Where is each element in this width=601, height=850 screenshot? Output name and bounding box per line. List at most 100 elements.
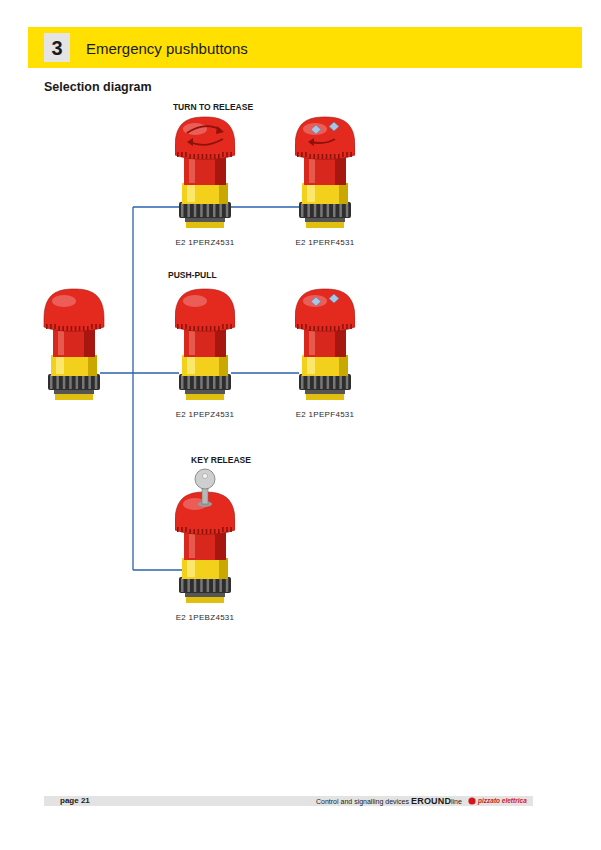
cap-serration xyxy=(202,154,204,159)
nut-ridge xyxy=(219,203,222,217)
company-logo: pizzato elettrica xyxy=(478,798,527,805)
cap-serration xyxy=(322,154,324,159)
blue-diamond xyxy=(329,122,339,131)
collar-highlight xyxy=(307,185,315,202)
cap-serration xyxy=(193,154,195,159)
nut-ridge xyxy=(346,375,349,389)
nut-ridge xyxy=(320,203,323,217)
section-heading: Selection diagram xyxy=(44,81,152,94)
neck-highlight xyxy=(189,157,195,183)
mounting-nut xyxy=(179,374,231,390)
cap-serration xyxy=(210,326,212,331)
product-item: E2 1PEPZ4531 xyxy=(171,287,239,419)
nut-ridge xyxy=(339,203,342,217)
pushbutton-illustration xyxy=(295,115,355,231)
cap-serration xyxy=(198,529,200,534)
neck-highlight xyxy=(189,532,195,558)
cap-serration xyxy=(206,154,208,159)
cap-serration xyxy=(230,324,232,329)
cap-serration xyxy=(185,324,187,329)
cap-serration xyxy=(210,154,212,159)
group-heading: KEY RELEASE xyxy=(191,456,251,465)
rotation-arrow xyxy=(311,139,335,143)
key-bow xyxy=(195,469,215,489)
cap-serration xyxy=(326,326,328,331)
cap-highlight xyxy=(183,295,207,307)
connector-line xyxy=(133,206,179,207)
mushroom-cap xyxy=(175,289,235,332)
nut-ridge xyxy=(207,375,210,389)
cap-serration xyxy=(222,324,224,329)
cap-serration xyxy=(318,326,320,331)
chapter-number: 3 xyxy=(51,38,62,58)
arrow-head xyxy=(216,126,224,134)
blue-diamond xyxy=(329,294,339,303)
cap-serration xyxy=(62,326,64,331)
pushbutton-illustration xyxy=(295,287,355,403)
pushbutton-body xyxy=(295,117,355,228)
cap-serration xyxy=(193,326,195,331)
nut-ridge xyxy=(226,203,229,217)
product-code: E2 1PEPZ4531 xyxy=(171,411,239,419)
nut-ridge xyxy=(213,375,216,389)
cap-serration xyxy=(177,152,179,157)
arrow-head xyxy=(187,138,193,146)
nut-ridge xyxy=(187,578,190,592)
cap-serration xyxy=(305,324,307,329)
footer-text: Control and signalling devices xyxy=(316,798,409,805)
cap-serration xyxy=(54,324,56,329)
product-item: E2 1PEBZ4531 xyxy=(171,468,239,622)
mushroom-cap xyxy=(44,289,104,332)
brand-name: EROUND xyxy=(411,797,451,806)
nut-ridge xyxy=(314,375,317,389)
cap-serration xyxy=(309,154,311,159)
mounting-nut xyxy=(299,202,351,218)
pushbutton-body xyxy=(295,289,355,400)
mushroom-cap xyxy=(295,289,355,332)
cap-serration xyxy=(346,324,348,329)
yellow-collar xyxy=(182,183,228,204)
cap-serration xyxy=(87,326,89,331)
yellow-collar xyxy=(51,355,97,376)
nut-ridge xyxy=(307,375,310,389)
cap-serration xyxy=(326,154,328,159)
nut-ridge xyxy=(339,375,342,389)
cap-serration xyxy=(301,324,303,329)
nut-ridge xyxy=(69,375,72,389)
cap-serration xyxy=(226,152,228,157)
connector-line xyxy=(133,569,182,570)
base-pushbutton xyxy=(44,289,104,400)
neck-highlight xyxy=(189,329,195,355)
cap-serration xyxy=(218,326,220,331)
mounting-nut xyxy=(179,577,231,593)
cap-serration xyxy=(318,154,320,159)
page-title: Emergency pushbuttons xyxy=(86,41,248,56)
key-hole xyxy=(203,474,208,479)
cap-serration xyxy=(338,154,340,159)
cap-serration xyxy=(330,154,332,159)
neck-shade xyxy=(335,327,346,357)
arrow-head xyxy=(308,138,314,146)
cap-serration xyxy=(198,326,200,331)
yellow-collar xyxy=(182,558,228,579)
cap-serration xyxy=(189,154,191,159)
nut-ridge xyxy=(88,375,91,389)
nut-ridge xyxy=(200,578,203,592)
cap-serration xyxy=(193,529,195,534)
cap-serration xyxy=(313,326,315,331)
collar-shade xyxy=(219,558,228,579)
nut-ridge xyxy=(307,203,310,217)
cap-serration xyxy=(202,326,204,331)
nut-ridge xyxy=(219,375,222,389)
cap-serration xyxy=(83,326,85,331)
neck-shade xyxy=(215,327,226,357)
product-code: E2 1PERF4531 xyxy=(291,239,359,247)
collar-shade xyxy=(339,183,348,204)
cap-serration xyxy=(189,529,191,534)
cap-serration xyxy=(334,326,336,331)
nut-ridge xyxy=(56,375,59,389)
nut-ridge xyxy=(76,375,79,389)
pushbutton-body xyxy=(44,289,104,400)
cap-serration xyxy=(75,326,77,331)
chapter-box xyxy=(44,33,70,62)
